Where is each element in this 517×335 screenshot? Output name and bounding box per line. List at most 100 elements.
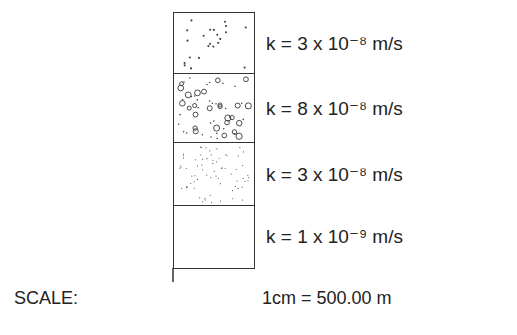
gravel-pebble xyxy=(222,133,227,138)
sand-dot xyxy=(191,96,193,98)
silt-dot xyxy=(200,154,201,155)
sand-dot xyxy=(234,85,236,87)
sand-dot xyxy=(198,57,200,59)
silt-dot xyxy=(202,159,203,160)
sand-dot xyxy=(225,108,227,110)
scale-heading: SCALE: xyxy=(14,288,78,310)
sand-dot xyxy=(206,84,208,86)
silt-dot xyxy=(183,153,184,154)
silt-dot xyxy=(210,177,211,178)
permeability-value: k = 1 x 10⁻⁹ m/s xyxy=(266,226,403,249)
sand-dot xyxy=(212,102,214,104)
sand-dot xyxy=(229,116,231,118)
sand-dot xyxy=(222,82,224,84)
sand-dot xyxy=(184,62,186,64)
silt-dot xyxy=(191,176,192,177)
silt-dot xyxy=(201,165,202,166)
gravel-pebble xyxy=(218,105,222,109)
gravel-pebble xyxy=(180,100,186,106)
sand-dot xyxy=(225,31,227,33)
sand-dot xyxy=(223,128,225,130)
silt-dot xyxy=(194,175,195,176)
silt-dot xyxy=(194,181,195,182)
silt-dot xyxy=(183,157,184,158)
sand-dot xyxy=(203,35,205,37)
sand-dot xyxy=(234,133,236,135)
gravel-pebble xyxy=(232,130,237,135)
silt-dot xyxy=(244,181,245,182)
silt-dot xyxy=(242,187,243,188)
silt-dot xyxy=(200,147,201,148)
silt-dot xyxy=(248,177,249,178)
sand-dot xyxy=(213,29,215,31)
sand-dot xyxy=(207,45,209,47)
sand-dot xyxy=(190,19,192,21)
silt-dot xyxy=(197,165,198,166)
sand-dot xyxy=(189,56,191,58)
permeability-value: k = 3 x 10⁻⁸ m/s xyxy=(266,163,403,186)
permeability-value: k = 3 x 10⁻⁸ m/s xyxy=(266,32,403,55)
silt-dot xyxy=(183,155,184,156)
silt-dot xyxy=(205,147,206,148)
sand-dot xyxy=(244,67,246,69)
silt-dot xyxy=(239,147,240,148)
silt-dot xyxy=(211,202,212,203)
silt-dot xyxy=(204,198,205,199)
scale-value: 1cm = 500.00 m xyxy=(262,288,392,310)
silt-dot xyxy=(190,183,191,184)
silt-dot xyxy=(216,161,217,162)
sand-dot xyxy=(189,77,191,79)
gravel-pebble xyxy=(214,125,220,131)
silt-dot xyxy=(209,150,210,151)
sand-dot xyxy=(225,25,227,27)
silt-dot xyxy=(236,169,237,170)
sand-dot xyxy=(202,134,204,136)
gravel-pebble xyxy=(235,103,240,108)
silt-dot xyxy=(242,165,243,166)
gravel-pebble xyxy=(207,106,212,111)
permeability-value: k = 8 x 10⁻⁸ m/s xyxy=(266,97,403,120)
silt-dot xyxy=(242,178,243,179)
sand-dot xyxy=(224,21,226,23)
silt-dot xyxy=(247,180,248,181)
silt-dot xyxy=(206,158,207,159)
silt-dot xyxy=(180,166,181,167)
silt-dot xyxy=(215,175,216,176)
silt-dot xyxy=(211,154,212,155)
gravel-pebble xyxy=(185,92,191,98)
silt-dot xyxy=(212,160,213,161)
sand-dot xyxy=(245,26,247,28)
gravel-pebble xyxy=(215,78,220,83)
sand-dot xyxy=(209,29,211,31)
column-edge xyxy=(172,268,174,282)
gravel-pebble xyxy=(187,106,191,110)
gravel-pebble xyxy=(193,112,198,117)
silt-dot xyxy=(186,187,187,188)
sand-dot xyxy=(216,138,218,140)
silt-dot xyxy=(243,151,244,152)
silt-dot xyxy=(186,168,187,169)
silt-dot xyxy=(194,188,195,189)
silt-dot xyxy=(247,175,248,176)
silt-dot xyxy=(218,178,219,179)
silt-dot xyxy=(181,188,182,189)
silt-dot xyxy=(216,148,217,149)
sand-dot xyxy=(186,132,188,134)
sand-dot xyxy=(242,119,244,121)
sand-dot xyxy=(219,38,221,40)
sand-dot xyxy=(186,29,188,31)
silt-dot xyxy=(226,155,227,156)
silt-dot xyxy=(225,154,226,155)
layer-pattern xyxy=(174,13,254,74)
sand-dot xyxy=(182,99,184,101)
sand-dot xyxy=(210,122,212,124)
sand-dot xyxy=(184,64,186,66)
gravel-pebble xyxy=(244,77,249,82)
sand-dot xyxy=(197,107,199,109)
silt-dot xyxy=(220,183,221,184)
gravel-pebble xyxy=(236,133,242,139)
sand-dot xyxy=(183,131,185,133)
silt-dot xyxy=(197,179,198,180)
layer-pattern xyxy=(174,74,254,143)
